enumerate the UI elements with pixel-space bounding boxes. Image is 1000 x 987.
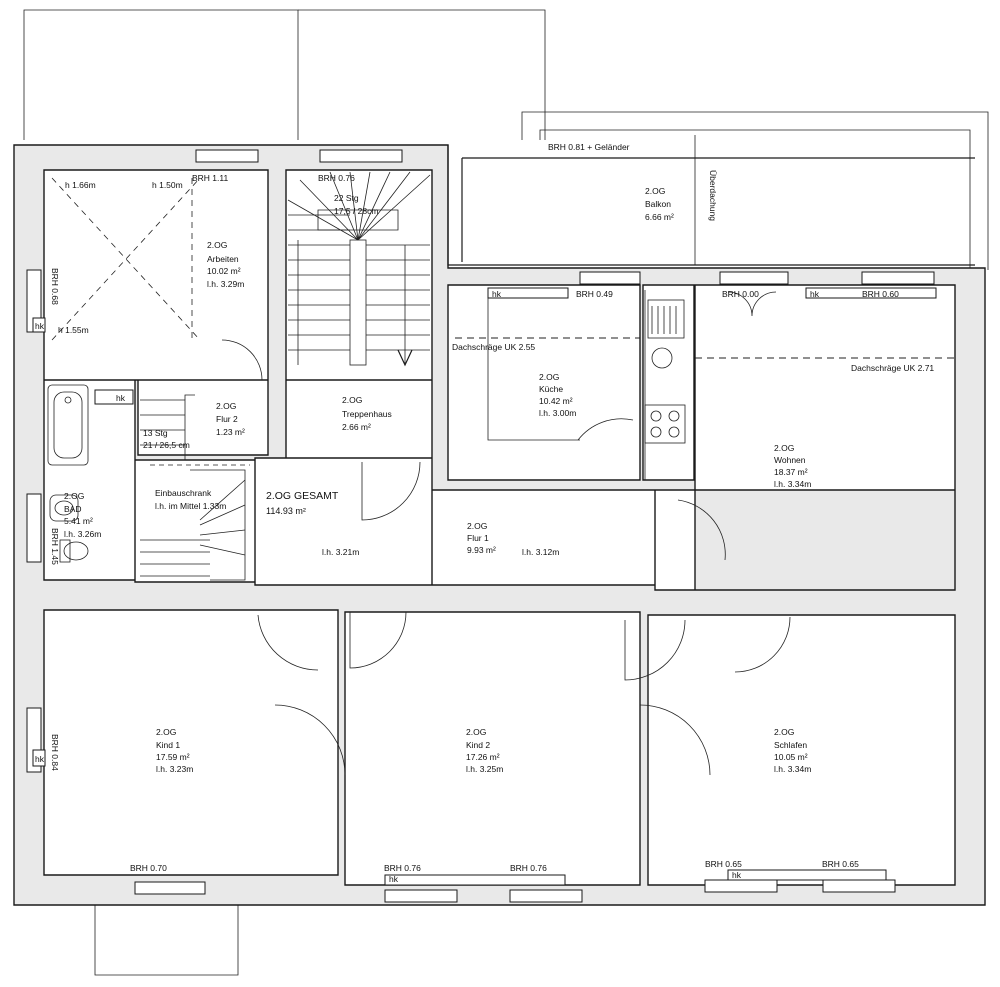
label-h155: h 1.55m [58, 325, 89, 335]
label-stair-small-1: 13 Stg [143, 428, 168, 438]
label-brh081: BRH 0.81 + Geländer [548, 142, 630, 152]
room-flur2-floor: 2.OG [216, 401, 236, 411]
room-kind2-name: Kind 2 [466, 740, 490, 750]
label-uberdachung: Überdachung [708, 170, 718, 221]
label-hk-kind1: hk [35, 754, 45, 764]
label-brh049: BRH 0.49 [576, 289, 613, 299]
label-brh145: BRH 1.45 [50, 528, 60, 565]
label-hk-kind2: hk [389, 874, 399, 884]
label-brh070: BRH 0.70 [130, 863, 167, 873]
label-stair-small-2: 21 / 26,5 cm [143, 440, 190, 450]
room-arbeiten-name: Arbeiten [207, 254, 239, 264]
label-h150: h 1.50m [152, 180, 183, 190]
room-schlafen-area: 10.05 m² [774, 752, 808, 762]
label-hk-schlafen: hk [732, 870, 742, 880]
room-wohnen-name: Wohnen [774, 455, 806, 465]
room-bad-name: BAD [64, 504, 81, 514]
room-balkon-floor: 2.OG [645, 186, 665, 196]
label-dach-wohnen: Dachschräge UK 2.71 [851, 363, 934, 373]
label-brh084: BRH 0.84 [50, 734, 60, 771]
room-kuche-height: l.h. 3.00m [539, 408, 576, 418]
label-einbau-2: l.h. im Mittel 1.33m [155, 501, 226, 511]
room-kind2-height: l.h. 3.25m [466, 764, 503, 774]
label-hk-kuche: hk [492, 289, 502, 299]
room-treppenhaus-floor: 2.OG [342, 395, 362, 405]
windows [26, 149, 935, 903]
heater-boxes [32, 287, 937, 886]
room-bad-floor: 2.OG [64, 491, 84, 501]
room-wohnen-area: 18.37 m² [774, 467, 808, 477]
label-brh000: BRH 0.00 [722, 289, 759, 299]
balcony [447, 135, 975, 266]
label-brh065-a: BRH 0.65 [705, 859, 742, 869]
room-wohnen-floor: 2.OG [774, 443, 794, 453]
room-flur1-floor: 2.OG [467, 521, 487, 531]
label-brh076-a: BRH 0.76 [384, 863, 421, 873]
room-kuche-floor: 2.OG [539, 372, 559, 382]
room-treppenhaus-name: Treppenhaus [342, 409, 392, 419]
room-schlafen-name: Schlafen [774, 740, 807, 750]
walls [13, 144, 986, 906]
room-arbeiten-area: 10.02 m² [207, 266, 241, 276]
room-bad-height: l.h. 3.26m [64, 529, 101, 539]
room-schlafen-height: l.h. 3.34m [774, 764, 811, 774]
roof-slope-lines [51, 177, 955, 359]
bottom-external-lines [94, 905, 239, 976]
label-brh068: BRH 0.68 [50, 268, 60, 305]
room-kind1-name: Kind 1 [156, 740, 180, 750]
room-kind1-height: l.h. 3.23m [156, 764, 193, 774]
room-flur1-name: Flur 1 [467, 533, 489, 543]
room-bad-area: 5.41 m² [64, 516, 93, 526]
label-stair-main-1: 22 Stg [334, 193, 359, 203]
room-arbeiten-floor: 2.OG [207, 240, 227, 250]
label-hk-arbeiten: hk [35, 321, 45, 331]
room-balkon-area: 6.66 m² [645, 212, 674, 222]
label-dach-kuche: Dachschräge UK 2.55 [452, 342, 535, 352]
label-brh065-b: BRH 0.65 [822, 859, 859, 869]
room-flur2-area: 1.23 m² [216, 427, 245, 437]
small-staircase [140, 394, 250, 581]
floor-total-area: 114.93 m² [266, 506, 306, 516]
room-kind1-area: 17.59 m² [156, 752, 190, 762]
room-schlafen-floor: 2.OG [774, 727, 794, 737]
room-flur1-area: 9.93 m² [467, 545, 496, 555]
label-brh076-b: BRH 0.76 [510, 863, 547, 873]
room-kind2-area: 17.26 m² [466, 752, 500, 762]
room-wohnen-height: l.h. 3.34m [774, 479, 811, 489]
room-kuche-name: Küche [539, 384, 563, 394]
label-hk-bad: hk [116, 393, 126, 403]
bathroom-fixtures [47, 384, 134, 563]
room-kind2-floor: 2.OG [466, 727, 486, 737]
room-balkon-name: Balkon [645, 199, 671, 209]
room-arbeiten-height: l.h. 3.29m [207, 279, 244, 289]
label-brh076-stair: BRH 0.76 [318, 173, 355, 183]
kitchen-fixtures [487, 290, 686, 480]
room-flur1-height: l.h. 3.12m [522, 547, 559, 557]
label-einbau-1: Einbauschrank [155, 488, 212, 498]
room-treppenhaus-area: 2.66 m² [342, 422, 371, 432]
room-kind1-floor: 2.OG [156, 727, 176, 737]
label-stair-main-2: 17,5 / 28cm [334, 206, 378, 216]
room-kuche-area: 10.42 m² [539, 396, 573, 406]
label-brh111: BRH 1.11 [192, 173, 228, 183]
label-h166: h 1.66m [65, 180, 96, 190]
label-hk-wohnen: hk [810, 289, 820, 299]
floor-total-title: 2.OG GESAMT [266, 490, 339, 502]
main-staircase [287, 171, 431, 367]
door-swings [221, 291, 791, 776]
label-brh060: BRH 0.60 [862, 289, 899, 299]
top-external-lines [23, 9, 989, 270]
room-flur2-name: Flur 2 [216, 414, 238, 424]
floor-total-height: l.h. 3.21m [322, 547, 359, 557]
